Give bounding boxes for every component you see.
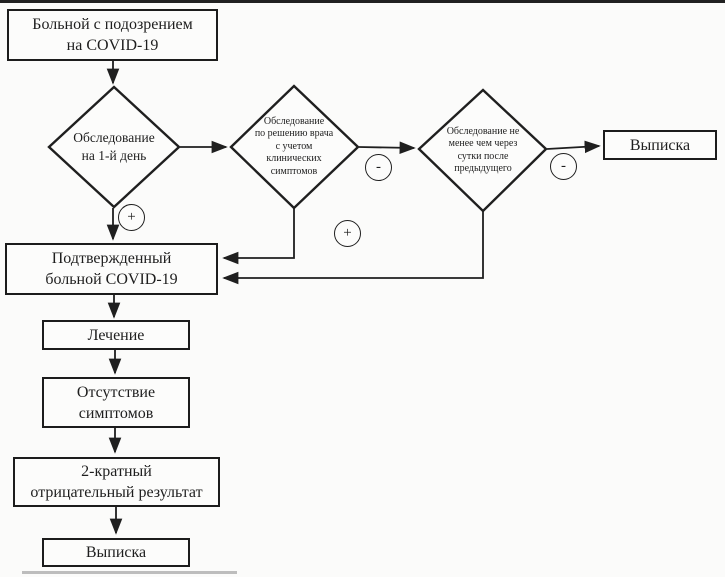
node-exam-doctor-line3: с учетом: [275, 140, 313, 152]
node-exam-doctor-line2: по решению врача: [254, 128, 334, 140]
node-confirmed-patient: Подтвержденный больной COVID-19: [5, 243, 218, 295]
node-exam-next-day-label: Обследование не менее чем через сутки по…: [423, 123, 543, 178]
node-exam-doctor-line5: симптомов: [270, 165, 318, 177]
node-exam-next-day-line3: сутки после: [457, 150, 509, 162]
badge-plus-doctor-sign: +: [343, 225, 352, 241]
node-exam-day1-line2: на 1-й день: [81, 148, 147, 163]
node-discharge-top-label: Выписка: [629, 136, 691, 154]
badge-plus-doctor: +: [334, 220, 361, 247]
node-exam-next-day-line4: предыдущего: [454, 163, 512, 174]
node-confirmed-patient-line2: больной COVID-19: [45, 271, 178, 288]
node-no-symptoms-line2: симптомов: [78, 404, 154, 422]
node-discharge-top: Выписка: [603, 130, 717, 160]
node-exam-doctor-label: Обследование по решению врача с учетом к…: [234, 105, 354, 189]
node-suspected-patient-line1: Больной с подозрением: [32, 16, 193, 33]
badge-minus-next-sign: -: [561, 158, 566, 174]
node-exam-day1-label: Обследование на 1-й день: [54, 120, 174, 174]
bottom-scan-shadow: [22, 571, 237, 574]
node-negative-result-line1: 2-кратный: [81, 463, 152, 480]
node-exam-doctor-line4: клинических: [266, 153, 322, 165]
arrow-next-to-confirmed: [222, 211, 484, 285]
node-exam-next-day-line1: Обследование не: [446, 125, 520, 137]
node-exam-next-day-line2: менее чем через: [448, 138, 518, 149]
node-suspected-patient-line2: на COVID-19: [66, 37, 159, 54]
arrow-doctor-to-next: [358, 141, 416, 155]
badge-plus-day1-sign: +: [127, 209, 136, 225]
node-confirmed-patient-line1: Подтвержденный: [51, 250, 172, 267]
top-border-line: [0, 0, 725, 3]
badge-minus-doctor-sign: -: [376, 159, 381, 175]
node-negative-result: 2-кратный отрицательный результат: [13, 457, 220, 507]
node-treatment-label: Лечение: [87, 326, 145, 344]
arrow-doctor-to-confirmed: [222, 208, 295, 265]
node-treatment: Лечение: [42, 320, 190, 350]
node-suspected-patient: Больной с подозрением на COVID-19: [7, 9, 218, 61]
node-discharge-bottom-label: Выписка: [85, 544, 147, 561]
node-no-symptoms-line1: Отсутствие: [76, 383, 156, 401]
diamond-exam-day1-shape: [47, 85, 181, 209]
node-exam-doctor-line1: Обследование: [263, 115, 325, 127]
badge-plus-day1: +: [118, 204, 145, 231]
node-no-symptoms: Отсутствие симптомов: [42, 377, 190, 428]
node-discharge-bottom: Выписка: [42, 538, 190, 567]
node-exam-day1-line1: Обследование: [73, 130, 155, 145]
arrow-next-to-discharge: [546, 140, 601, 154]
node-negative-result-line2: отрицательный результат: [30, 484, 203, 501]
badge-minus-next: -: [550, 153, 577, 180]
badge-minus-doctor: -: [365, 154, 392, 181]
